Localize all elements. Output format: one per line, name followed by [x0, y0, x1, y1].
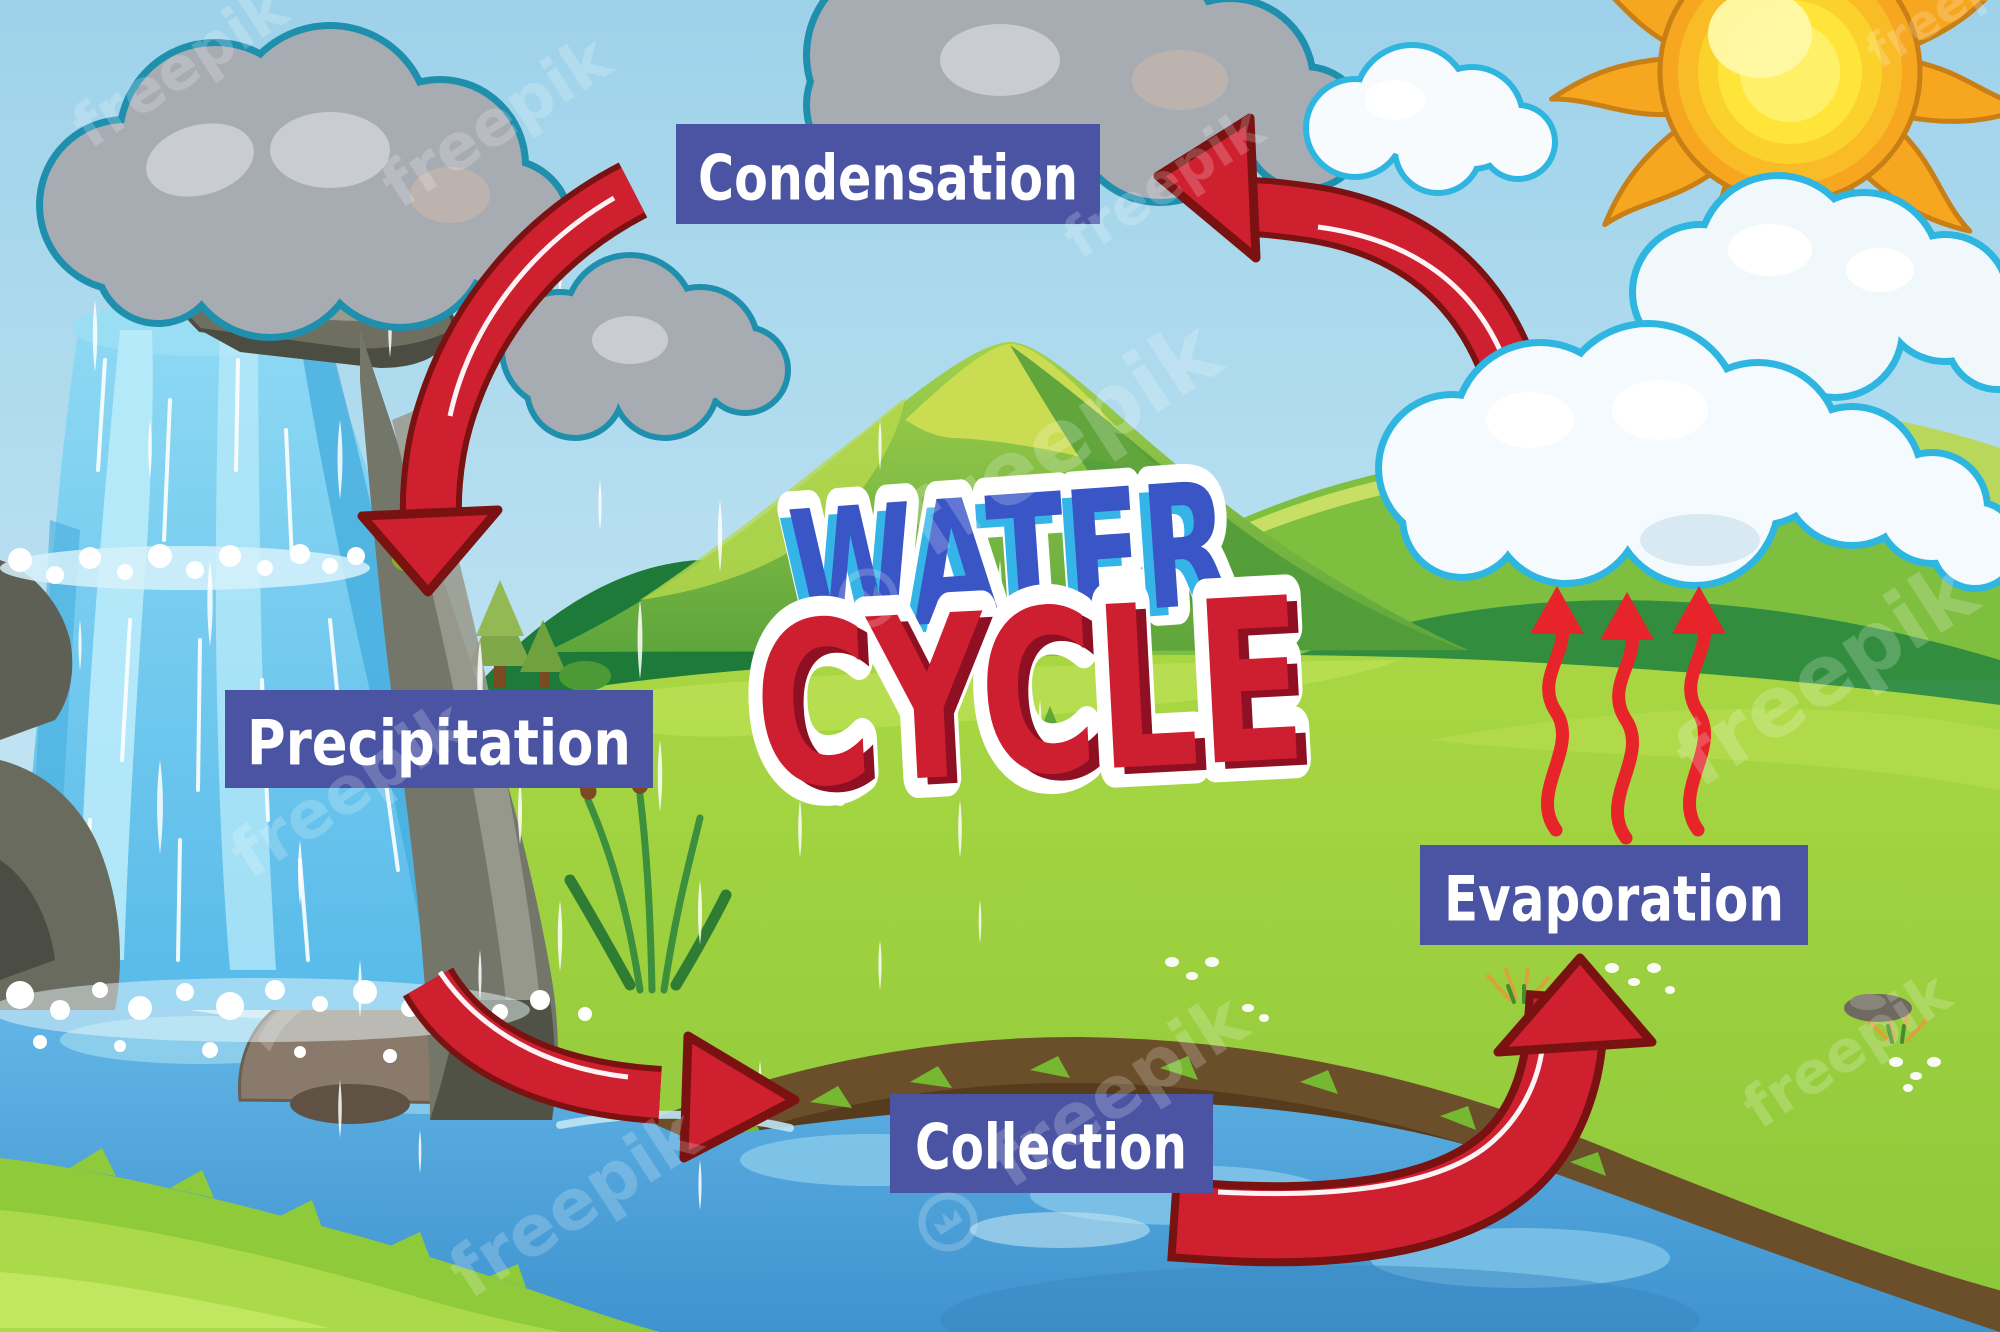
stage-label-text: Evaporation	[1444, 863, 1784, 936]
title-line2-outline: CYCLE	[748, 550, 1311, 840]
evaporation-arrow	[1167, 953, 1657, 1267]
title-line2: CYCLE	[748, 550, 1311, 840]
watermark-logo	[918, 1192, 978, 1252]
stage-label-box	[676, 124, 1100, 224]
collection-arrow	[402, 966, 800, 1163]
stage-label-box	[1420, 845, 1808, 945]
stage-label-condensation: Condensation	[676, 124, 1100, 224]
precipitation-arrow	[357, 162, 648, 597]
white-cloud-left-of-sun	[1303, 42, 1558, 196]
diagram-title: WATER WATER WATER CYCLE CYCLE CYCLE	[728, 428, 1331, 860]
stage-label-evaporation: Evaporation	[1420, 845, 1808, 945]
vapor-arrows	[1530, 586, 1726, 845]
stage-label-collection: Collection	[890, 1094, 1213, 1193]
title-line1-outline: WATER	[784, 446, 1237, 674]
white-cloud-over-hills	[1375, 320, 2000, 592]
stage-label-text: Collection	[915, 1111, 1187, 1184]
stage-label-text: Condensation	[698, 142, 1078, 215]
grass-bank	[0, 1148, 660, 1332]
mountain	[545, 341, 1468, 652]
title-line1: WATER	[784, 446, 1237, 674]
rain-cloud-small	[499, 252, 791, 441]
pine-trees	[468, 580, 1141, 784]
title-line1-shadow: WATER	[774, 455, 1227, 683]
title-line2-shadow: CYCLE	[759, 556, 1322, 846]
watermark-logo	[838, 568, 898, 628]
condensation-arrow	[1153, 113, 1545, 401]
white-cloud-under-sun	[1629, 172, 2000, 401]
stage-label-box	[890, 1094, 1213, 1193]
waterfall-foam	[0, 544, 592, 1066]
stage-label-precipitation: Precipitation	[225, 690, 653, 788]
stage-label-text: Precipitation	[247, 707, 631, 780]
sun-icon	[1549, 0, 2000, 311]
rain-cloud-top-left	[36, 22, 574, 341]
stage-label-box	[225, 690, 653, 788]
